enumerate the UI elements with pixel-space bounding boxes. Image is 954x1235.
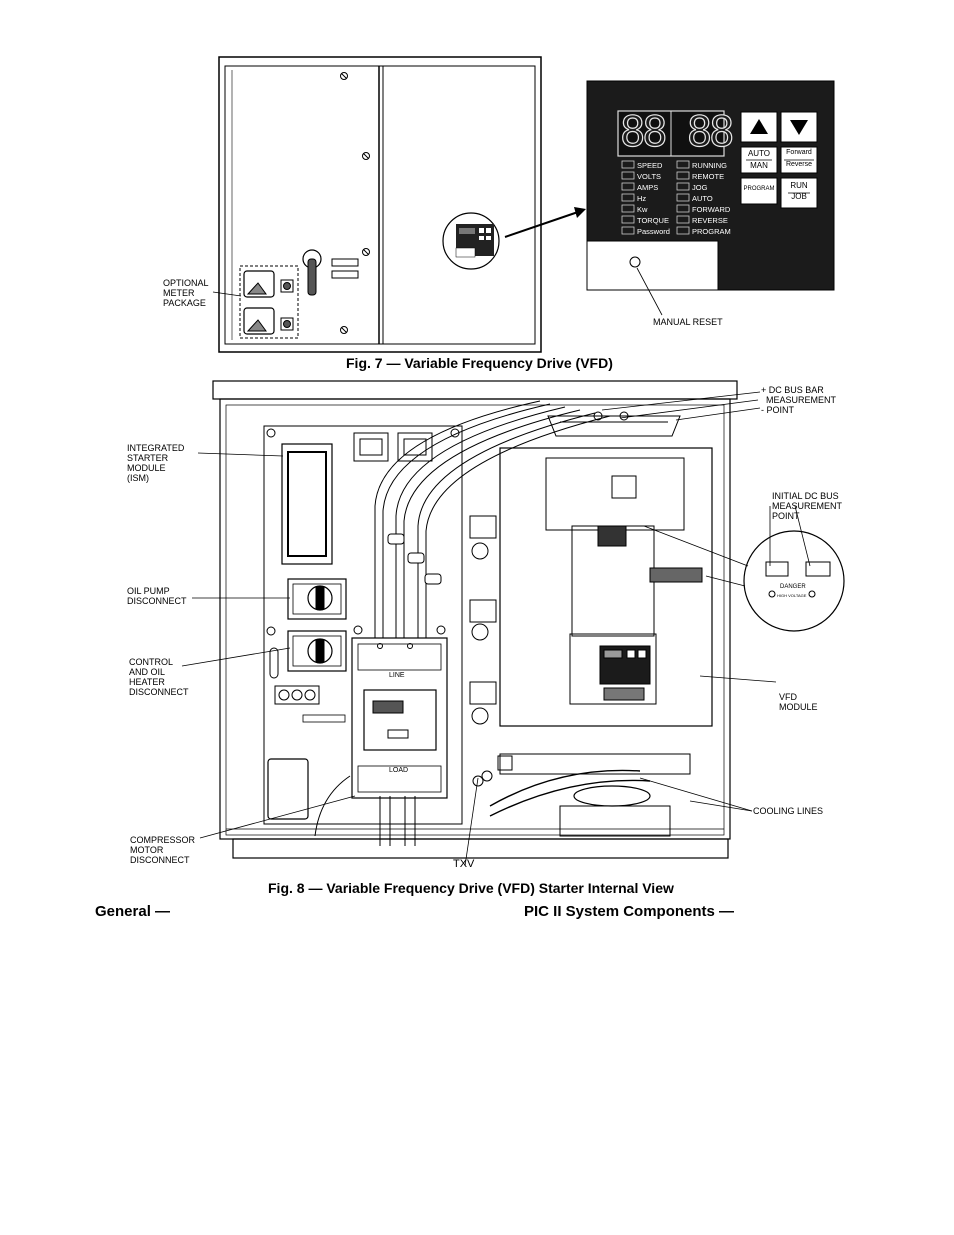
- right-indicator-label: PROGRAM: [692, 227, 731, 236]
- label-ism: INTEGRATED STARTER MODULE (ISM): [127, 443, 185, 483]
- left-indicator-led: [621, 171, 635, 180]
- label-control-oil-heater: CONTROL AND OIL HEATER DISCONNECT: [129, 657, 189, 697]
- label-line: LINE: [389, 672, 405, 679]
- leader-lines: [181, 391, 811, 867]
- left-indicator-led: [621, 226, 635, 235]
- label-oil-pump-disconnect: OIL PUMP DISCONNECT: [127, 586, 187, 606]
- vfd-module: [499, 447, 713, 727]
- btn-man-label: MAN: [750, 161, 768, 170]
- left-indicator-led: [621, 204, 635, 213]
- right-indicator-label: RUNNING: [692, 161, 727, 170]
- power-cables: [314, 400, 611, 846]
- right-indicator-led: [676, 182, 690, 191]
- fig8-caption: Fig. 8 — Variable Frequency Drive (VFD) …: [268, 880, 674, 896]
- label-initial-dc-bus: INITIAL DC BUS MEASUREMENT POINT: [772, 491, 843, 521]
- right-indicator-label: REMOTE: [692, 172, 724, 181]
- label-load: LOAD: [389, 767, 409, 774]
- left-indicator-led: [621, 215, 635, 224]
- left-indicator-label: VOLTS: [637, 172, 661, 181]
- transformers: [353, 432, 433, 462]
- left-indicator-label: Hz: [637, 194, 646, 203]
- fig7-caption: Fig. 7 — Variable Frequency Drive (VFD): [346, 355, 613, 371]
- section-heading-general: General —: [95, 903, 171, 920]
- down-arrow-icon: [790, 120, 808, 135]
- left-back-panel: [263, 425, 463, 825]
- cabinet-screws: [340, 72, 370, 334]
- oil-pump-disconnect-switch: [287, 578, 347, 620]
- right-indicator-label: AUTO: [692, 194, 713, 203]
- left-indicator-label: AMPS: [637, 183, 658, 192]
- btn-reverse-label: Reverse: [785, 161, 813, 168]
- left-indicator-led: [621, 160, 635, 169]
- right-indicator-label: JOG: [692, 183, 708, 192]
- control-heater-disconnect-switch: [266, 626, 347, 679]
- left-indicator-label: SPEED: [637, 161, 663, 170]
- right-indicator-led: [676, 226, 690, 235]
- label-compressor-motor: COMPRESSOR MOTOR DISCONNECT: [130, 835, 196, 865]
- label-danger: DANGER: [780, 584, 806, 590]
- section-heading-pic: PIC II System Components —: [524, 903, 735, 920]
- right-indicator-led: [676, 193, 690, 202]
- starter-enclosure: [212, 380, 738, 859]
- fuse-block: [274, 685, 346, 723]
- btn-job-label: JOB: [791, 192, 807, 201]
- keypad-thumbnail: [442, 212, 500, 270]
- right-indicator-label: FORWARD: [692, 205, 731, 214]
- left-indicator-label: Password: [637, 227, 670, 236]
- btn-program-label: PROGRAM: [743, 186, 775, 192]
- fig8-drawing: [181, 380, 845, 867]
- run-job-button: [780, 177, 818, 209]
- label-manual-reset: MANUAL RESET: [653, 317, 723, 327]
- keypad-display-readout: 88 88: [619, 107, 735, 156]
- up-arrow-icon: [750, 119, 768, 134]
- right-indicator-label: REVERSE: [692, 216, 728, 225]
- manual-reset-button: [629, 256, 641, 268]
- right-indicator-led: [676, 171, 690, 180]
- ism-module: [281, 443, 333, 565]
- right-indicator-led: [676, 204, 690, 213]
- control-transformer: [267, 758, 309, 820]
- btn-auto-label: AUTO: [747, 149, 771, 158]
- right-indicator-led: [676, 215, 690, 224]
- label-cooling-lines: COOLING LINES: [753, 806, 824, 816]
- label-vfd-module: VFD MODULE: [779, 692, 818, 712]
- disconnect-handle: [302, 249, 322, 296]
- dc-bus-bar: [547, 411, 681, 437]
- btn-forward-label: Forward: [786, 149, 812, 156]
- keypad-buttons: [740, 111, 818, 209]
- program-button: [740, 177, 778, 205]
- dc-bus-inset: [643, 525, 845, 632]
- left-indicator-led: [621, 193, 635, 202]
- meter-package: [239, 265, 299, 339]
- left-indicator-label: TORQUE: [637, 216, 669, 225]
- mounting-brackets: [469, 515, 497, 725]
- compressor-motor-breaker: [351, 625, 448, 799]
- right-indicator-led: [676, 160, 690, 169]
- label-dc-bus-bar: + DC BUS BAR MEASUREMENT - POINT: [761, 385, 837, 415]
- cooling-assembly: [472, 753, 691, 837]
- label-optional-meter-package: OPTIONAL METER PACKAGE: [163, 278, 209, 308]
- down-arrow-button: [780, 111, 818, 143]
- left-indicator-label: Kw: [637, 205, 648, 214]
- cabinet-slots: [331, 258, 359, 279]
- label-high-voltage: HIGH VOLTAGE: [777, 593, 807, 598]
- label-txv: TXV: [453, 858, 475, 870]
- btn-run-label: RUN: [790, 181, 808, 190]
- left-indicator-led: [621, 182, 635, 191]
